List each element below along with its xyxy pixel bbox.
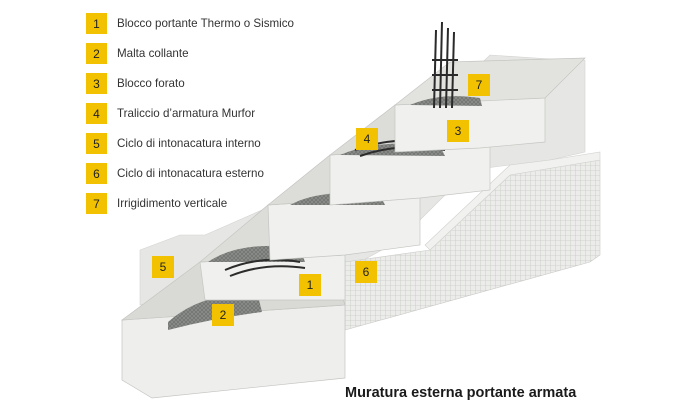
legend-item: 4 Traliccio d’armatura Murfor: [86, 103, 326, 124]
legend-badge: 5: [86, 133, 107, 154]
marker-7: 7: [468, 74, 490, 96]
legend: 1 Blocco portante Thermo o Sismico 2 Mal…: [86, 13, 326, 223]
legend-item: 6 Ciclo di intonacatura esterno: [86, 163, 326, 184]
legend-badge: 1: [86, 13, 107, 34]
legend-label: Blocco forato: [117, 77, 185, 90]
marker-5: 5: [152, 256, 174, 278]
marker-2: 2: [212, 304, 234, 326]
legend-badge: 7: [86, 193, 107, 214]
murfor-truss-1: [224, 258, 306, 277]
legend-badge: 2: [86, 43, 107, 64]
legend-label: Malta collante: [117, 47, 189, 60]
caption: Muratura esterna portante armata: [345, 385, 577, 401]
legend-item: 7 Irrigidimento verticale: [86, 193, 326, 214]
legend-item: 3 Blocco forato: [86, 73, 326, 94]
legend-badge: 4: [86, 103, 107, 124]
legend-label: Ciclo di intonacatura interno: [117, 137, 261, 150]
marker-1: 1: [299, 274, 321, 296]
vertical-rebar: [432, 21, 458, 109]
block-course-5-front: [394, 97, 546, 153]
block-course-5-top: [393, 57, 586, 106]
marker-4: 4: [356, 128, 378, 150]
legend-item: 2 Malta collante: [86, 43, 326, 64]
legend-badge: 3: [86, 73, 107, 94]
marker-3: 3: [447, 120, 469, 142]
legend-item: 1 Blocco portante Thermo o Sismico: [86, 13, 326, 34]
marker-6: 6: [355, 261, 377, 283]
legend-item: 5 Ciclo di intonacatura interno: [86, 133, 326, 154]
exterior-plaster-edge: [424, 151, 601, 251]
legend-badge: 6: [86, 163, 107, 184]
legend-label: Ciclo di intonacatura esterno: [117, 167, 264, 180]
legend-label: Irrigidimento verticale: [117, 197, 228, 210]
legend-label: Blocco portante Thermo o Sismico: [117, 17, 294, 30]
legend-label: Traliccio d’armatura Murfor: [117, 107, 256, 120]
